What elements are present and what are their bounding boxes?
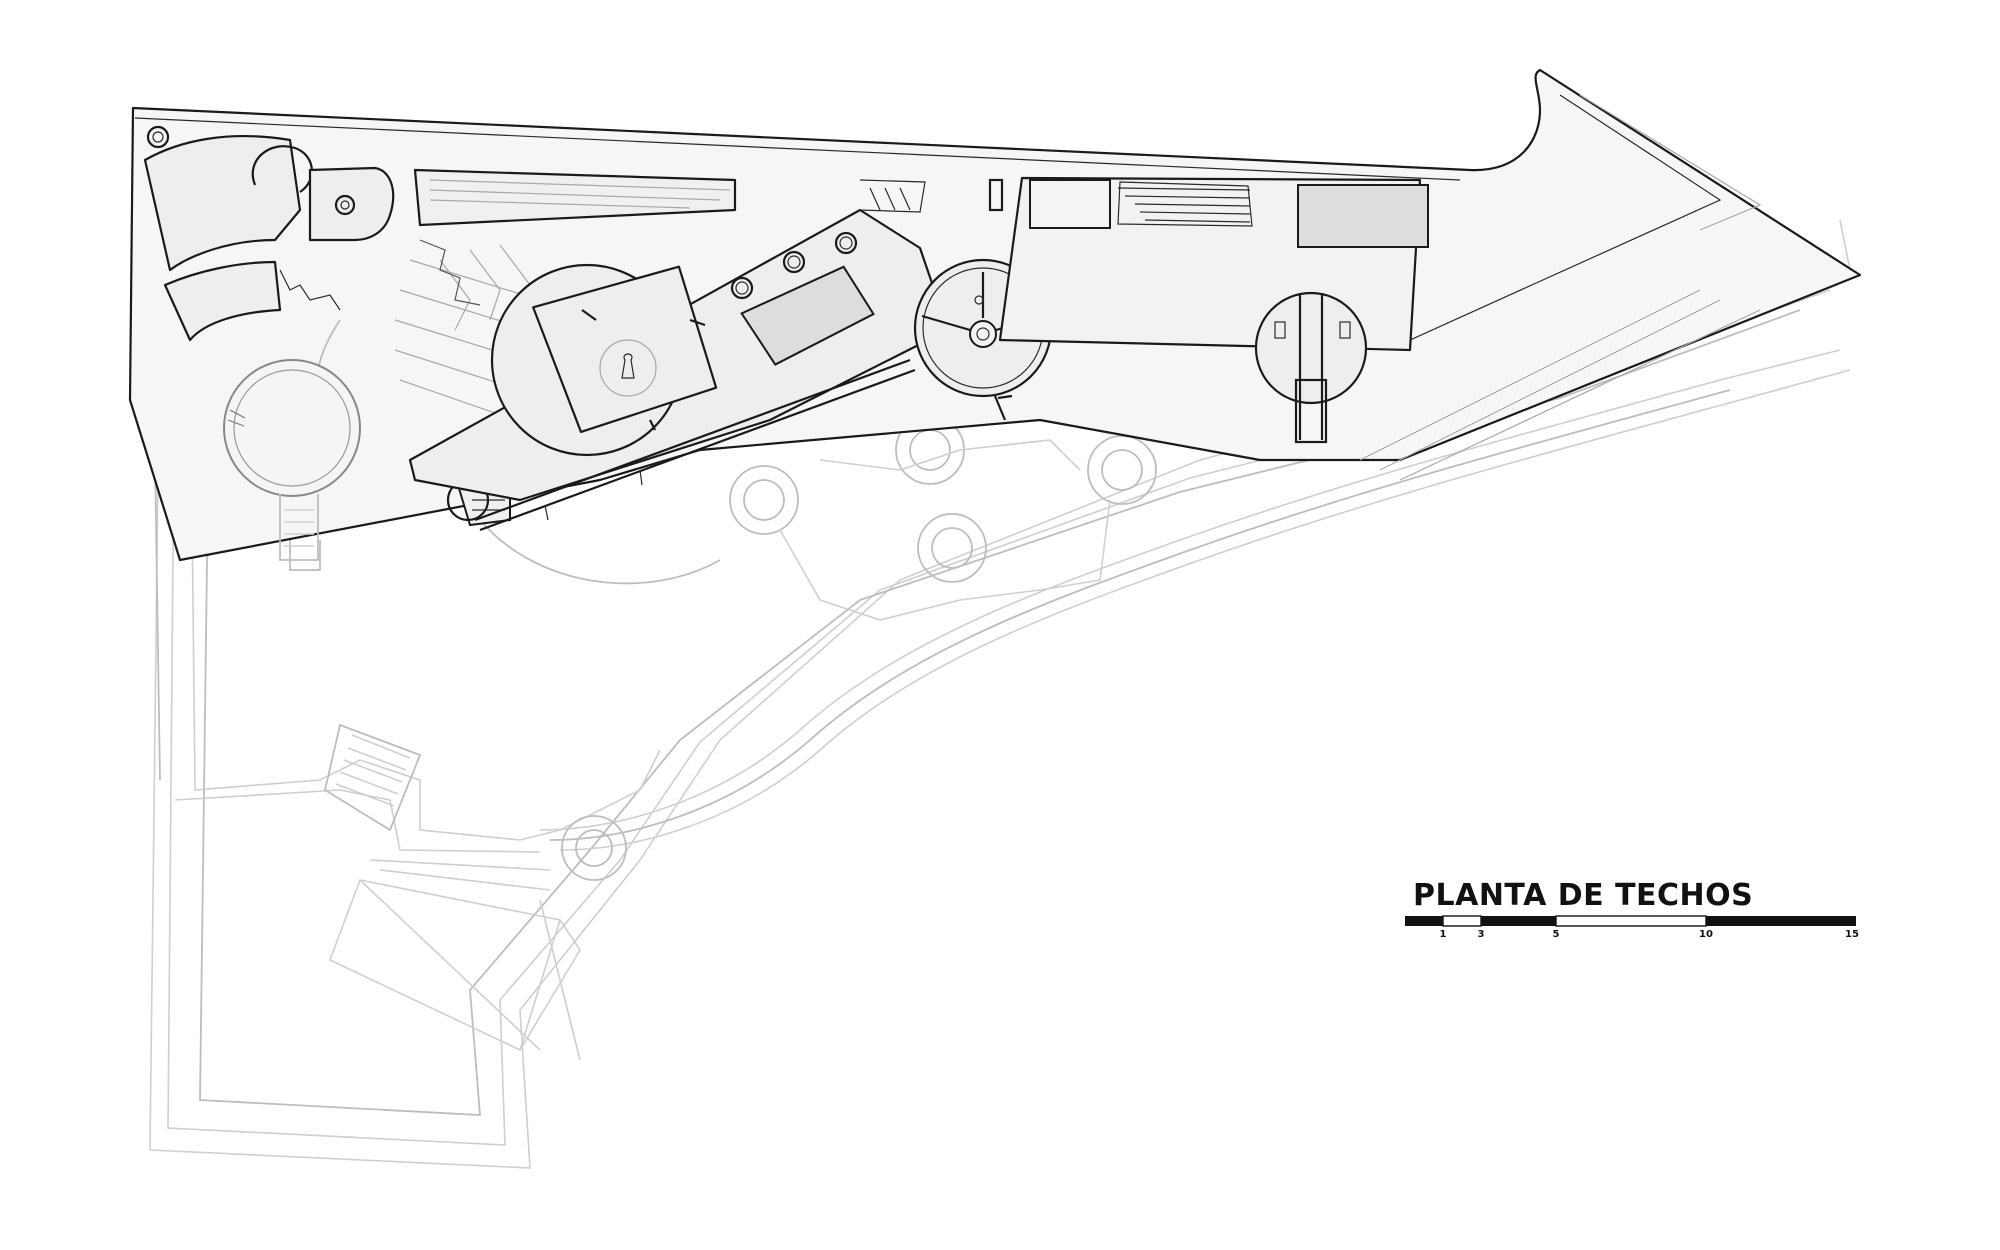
scale-segment: [1555, 915, 1707, 927]
scale-segment: [1706, 916, 1856, 926]
lower-rounds: [479, 415, 1157, 621]
scale-segment: [1442, 915, 1482, 927]
scale-label: 1: [1439, 929, 1447, 940]
scale-label: 10: [1699, 929, 1713, 940]
scale-segment: [1405, 916, 1443, 926]
scale-segment: [1481, 916, 1556, 926]
scale-bar: [1405, 915, 1856, 927]
large-round-room: [490, 263, 718, 457]
east-wing: [998, 176, 1429, 444]
drawing-title: PLANTA DE TECHOS: [1413, 878, 1754, 913]
scale-label: 3: [1477, 929, 1485, 940]
scale-label: 5: [1552, 929, 1560, 940]
northwest-wing: [143, 125, 395, 342]
scale-label: 15: [1845, 929, 1859, 940]
left-round-room: [223, 319, 361, 561]
north-corridor: [413, 168, 1004, 227]
